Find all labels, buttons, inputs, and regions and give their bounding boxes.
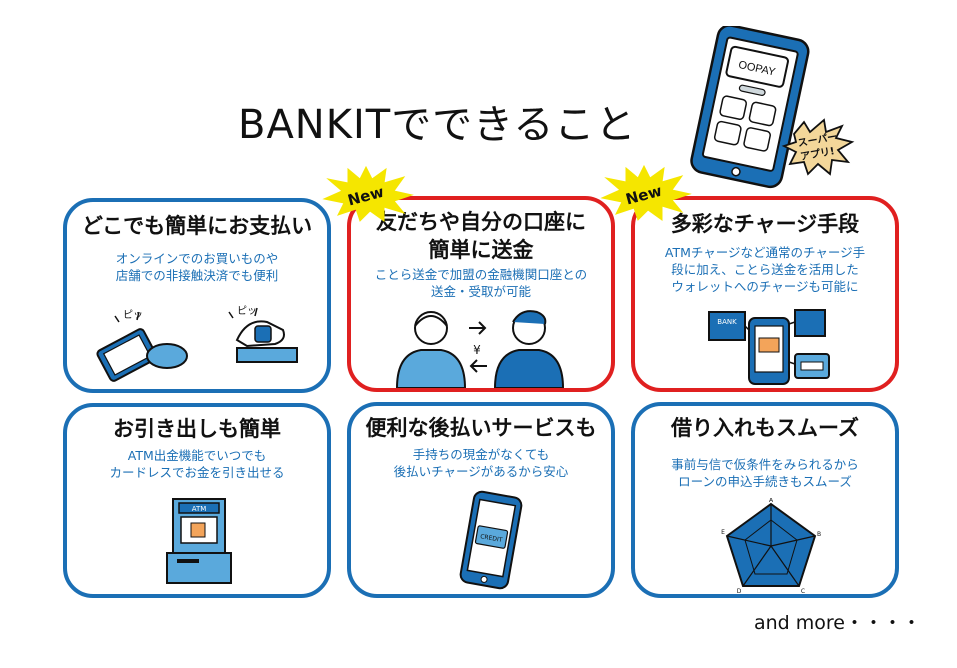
bank-label: BANK [717,318,737,326]
money-transfer-illustration: ¥ [395,310,565,388]
card-desc-line: 事前与信で仮条件をみられるから [671,457,859,472]
card-title: 便利な後払いサービスも [365,416,597,440]
radar-axis-label: C [801,588,805,594]
and-more-text: and more・・・・ [753,612,921,634]
card-description: ことら送金で加盟の金融機関口座との 送金・受取が可能 [357,266,605,300]
card-desc-line: 店舗での非接触決済でも便利 [115,268,279,283]
radar-axis-label: D [737,588,742,594]
radar-axis-label: E [721,529,725,536]
atm-label: ATM [192,505,207,513]
new-badge: New [600,164,692,221]
charge-methods-illustration: BANK [708,309,830,385]
card-title: 友だちや自分の口座に 簡単に送金 [351,208,611,264]
new-badge: New [322,165,414,222]
card-title: お引き出しも簡単 [113,417,281,441]
card-title-line: 友だちや自分の口座に [376,210,586,234]
card-desc-line: ATM出金機能でいつでも [127,448,267,463]
card-description: 事前与信で仮条件をみられるから ローンの申込手続きもスムーズ [641,456,889,490]
card-desc-line: オンラインでのお買いものや [115,251,279,266]
beep-text: ピッ [123,309,143,321]
super-app-bubble [781,118,855,176]
feature-card-charge: 多彩なチャージ手段 ATMチャージなど通常のチャージ手 段に加え、ことら送金を活… [631,196,899,392]
card-desc-line: ATMチャージなど通常のチャージ手 [664,245,866,260]
radar-chart-illustration: A B C D E [721,498,821,594]
card-description: オンラインでのお買いものや 店舗での非接触決済でも便利 [73,250,321,284]
card-title: 多彩なチャージ手段 [670,212,860,236]
feature-card-deferred-payment: 便利な後払いサービスも 手持ちの現金がなくても 後払いチャージがあるから安心 C… [347,402,615,598]
radar-axis-label: B [817,531,821,538]
yen-icon: ¥ [473,343,481,357]
card-desc-line: 段に加え、ことら送金を活用した [671,262,859,277]
card-description: ATMチャージなど通常のチャージ手 段に加え、ことら送金を活用した ウォレットへ… [641,244,889,295]
card-desc-line: 手持ちの現金がなくても [412,447,550,462]
atm-illustration: ATM [166,498,232,584]
card-description: ATM出金機能でいつでも カードレスでお金を引き出せる [73,447,321,481]
feature-card-transfer: 友だちや自分の口座に 簡単に送金 ことら送金で加盟の金融機関口座との 送金・受取… [347,196,615,392]
card-desc-line: 送金・受取が可能 [430,284,531,299]
card-desc-line: カードレスでお金を引き出せる [109,465,285,480]
card-description: 手持ちの現金がなくても 後払いチャージがあるから安心 [357,446,605,480]
feature-card-withdrawal: お引き出しも簡単 ATM出金機能でいつでも カードレスでお金を引き出せる ATM [63,403,331,598]
card-desc-line: ことら送金で加盟の金融機関口座との [374,267,588,282]
beep-text: ピッ [237,305,257,317]
credit-label: CREDIT [480,533,503,544]
card-title: 借り入れもスムーズ [671,416,859,440]
card-title: どこでも簡単にお支払い [81,214,313,238]
card-desc-line: ローンの申込手続きもスムーズ [678,474,852,489]
credit-phone-illustration: CREDIT [459,490,523,590]
card-desc-line: ウォレットへのチャージも可能に [671,279,859,294]
radar-axis-label: A [769,498,774,504]
page-title: BANKITでできること [238,102,637,148]
card-title-line: 簡単に送金 [428,238,534,262]
hero-phone-illustration: OOPAY スーパー アプリ! [690,26,855,189]
feature-card-payment: どこでも簡単にお支払い オンラインでのお買いものや 店舗での非接触決済でも便利 … [63,198,331,393]
card-desc-line: 後払いチャージがあるから安心 [393,464,569,479]
feature-card-loan: 借り入れもスムーズ 事前与信で仮条件をみられるから ローンの申込手続きもスムーズ… [631,402,899,598]
contactless-payment-illustration: ピッ ピッ [96,305,298,382]
